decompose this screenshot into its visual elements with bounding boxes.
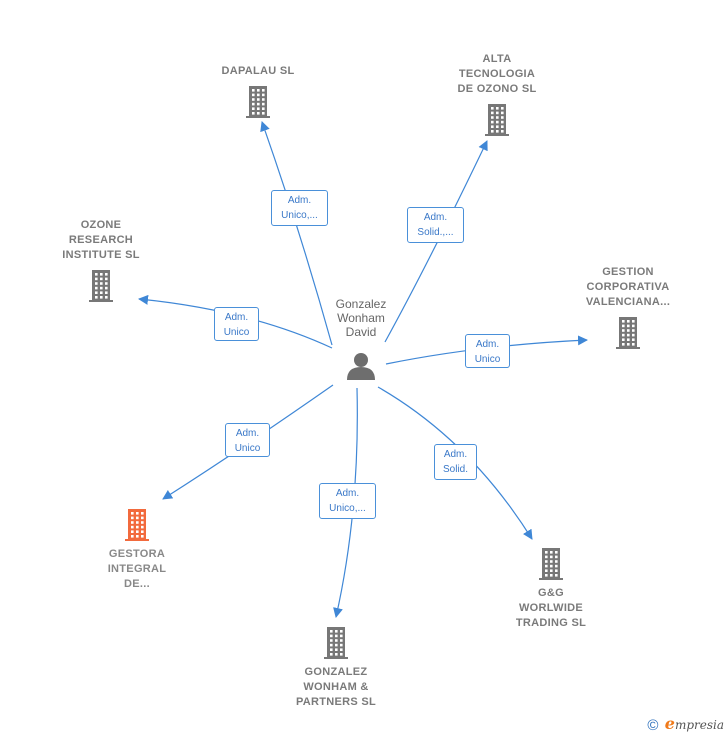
company-name-alta[interactable]: ALTA TECNOLOGIA DE OZONO SL <box>437 52 557 97</box>
company-name-line: GONZALEZ <box>304 666 368 678</box>
company-name-line: TECNOLOGIA <box>458 68 536 80</box>
company-name-line: DAPALAU SL <box>221 65 295 77</box>
edge-label-line: Adm. <box>235 428 260 439</box>
company-name-line: TRADING SL <box>515 617 587 629</box>
edge-label-alta[interactable]: Adm. Solid.,... <box>407 207 464 243</box>
company-name-line: DE... <box>124 578 150 590</box>
building-icon[interactable] <box>539 548 563 580</box>
edge-label-dapalau[interactable]: Adm. Unico,... <box>271 190 328 226</box>
building-icon[interactable] <box>89 270 113 302</box>
person-name-line: David <box>345 325 377 339</box>
edge-label-gonzalez[interactable]: Adm. Unico,... <box>319 483 376 519</box>
company-name-line: INSTITUTE SL <box>62 249 140 261</box>
edge-label-line: Adm. <box>475 339 500 350</box>
company-name-line: CORPORATIVA <box>586 281 670 293</box>
building-icon[interactable] <box>246 86 270 118</box>
company-name-dapalau[interactable]: DAPALAU SL <box>198 64 318 79</box>
building-icon[interactable] <box>125 509 149 541</box>
edge-alta <box>384 140 488 343</box>
edge-label-line: Adm. <box>335 488 360 499</box>
company-name-line: GESTION <box>602 266 654 278</box>
edge-label-line: Adm. <box>443 449 468 460</box>
person-name-line: Wonham <box>337 311 385 325</box>
edge-label-line: Adm. <box>224 312 249 323</box>
edge-label-line: Adm. <box>423 212 448 223</box>
footer-brand[interactable]: © empresia <box>647 714 724 734</box>
company-name-line: RESEARCH <box>68 234 134 246</box>
edge-label-line: Solid. <box>442 464 468 475</box>
copyright-symbol: © <box>647 717 659 734</box>
building-icon[interactable] <box>485 104 509 136</box>
company-name-line: WONHAM & <box>303 681 369 693</box>
company-name-gg[interactable]: G&G WORLWIDE TRADING SL <box>491 586 611 631</box>
company-name-line: VALENCIANA... <box>585 296 671 308</box>
company-name-line: WORLWIDE <box>518 602 584 614</box>
building-icon[interactable] <box>324 627 348 659</box>
company-name-ozone[interactable]: OZONE RESEARCH INSTITUTE SL <box>41 218 161 263</box>
company-name-gestora[interactable]: GESTORA INTEGRAL DE... <box>77 547 197 592</box>
person-icon[interactable] <box>347 353 375 380</box>
edge-label-gestion[interactable]: Adm. Unico <box>465 334 510 368</box>
brand-logo: empresia <box>664 713 724 733</box>
edge-label-line: Unico <box>474 354 501 365</box>
edge-label-ozone[interactable]: Adm. Unico <box>214 307 259 341</box>
edge-label-line: Unico <box>223 327 250 338</box>
edge-dapalau <box>260 121 333 346</box>
building-icon[interactable] <box>616 317 640 349</box>
edge-label-line: Adm. <box>287 195 312 206</box>
company-name-line: GESTORA <box>108 548 166 560</box>
company-name-gonzalez[interactable]: GONZALEZ WONHAM & PARTNERS SL <box>276 665 396 710</box>
edge-label-gg[interactable]: Adm. Solid. <box>434 444 477 480</box>
person-name-line: Gonzalez <box>335 297 387 311</box>
company-name-line: DE OZONO SL <box>457 83 537 95</box>
company-name-gestion[interactable]: GESTION CORPORATIVA VALENCIANA... <box>568 265 688 310</box>
edge-label-line: Unico,... <box>329 503 366 514</box>
edge-label-line: Solid.,... <box>417 227 454 238</box>
company-name-line: G&G <box>538 587 564 599</box>
edge-label-line: Unico,... <box>281 210 318 221</box>
edge-label-gestora[interactable]: Adm. Unico <box>225 423 270 457</box>
company-name-line: OZONE <box>80 219 122 231</box>
edge-label-line: Unico <box>234 443 261 454</box>
company-name-line: PARTNERS SL <box>295 696 377 708</box>
company-name-line: INTEGRAL <box>107 563 167 575</box>
company-name-line: ALTA <box>482 53 512 65</box>
